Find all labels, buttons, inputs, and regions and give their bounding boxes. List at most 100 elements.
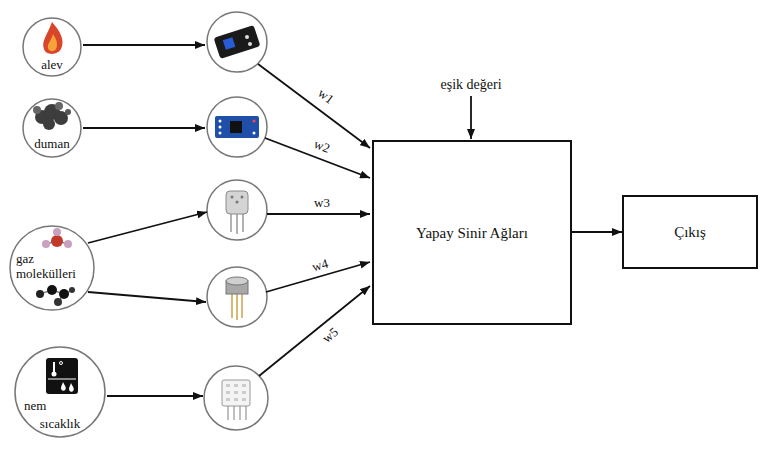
- weight-arrows: [258, 64, 370, 376]
- threshold-label: eşik değeri: [440, 77, 501, 92]
- source-circle: gaz molekülleri: [9, 225, 95, 311]
- humidity-sensor: [245, 406, 247, 420]
- climate-icon: [61, 382, 66, 391]
- gas-sensor: [236, 201, 239, 204]
- gas-sensor: [241, 196, 244, 199]
- input-arrows: [83, 44, 205, 46]
- climate-icon: [52, 372, 57, 377]
- gas-sensor: [226, 277, 248, 285]
- weight-label: w4: [310, 256, 329, 275]
- threshold-arrow: [470, 96, 472, 139]
- input-arrows: [83, 127, 205, 129]
- gas-sensor: [232, 294, 242, 320]
- smoke-sensor: [230, 121, 242, 133]
- input-arrows: [83, 45, 207, 396]
- smoke-sensor: [219, 126, 222, 129]
- circle-outline: [15, 347, 105, 437]
- node-text: sıcaklık: [34, 416, 86, 431]
- humidity-sensor: [226, 391, 230, 394]
- circle-outline: [23, 99, 81, 157]
- circle-outline: [10, 226, 94, 310]
- molecule-icon: [59, 289, 69, 299]
- node-text: duman: [22, 136, 82, 151]
- smoke-icon: [43, 118, 55, 130]
- humidity-sensor: [233, 406, 235, 420]
- weight-label: w5: [319, 324, 341, 346]
- weight-label: w3: [314, 195, 330, 210]
- input-arrows: [107, 395, 203, 397]
- climate-icon: [60, 362, 63, 365]
- flame-icon: [48, 34, 57, 51]
- humidity-sensor: [226, 384, 246, 401]
- smoke-sensor: [253, 132, 256, 135]
- molecule-icon: [51, 235, 63, 247]
- molecule-icon: [64, 240, 72, 248]
- humidity-sensor: [234, 384, 238, 387]
- node-text: alev: [22, 57, 82, 72]
- humidity-sensor: [222, 380, 250, 420]
- input-arrows: [88, 292, 206, 302]
- smoke-sensor: [219, 132, 222, 135]
- climate-icon: [46, 358, 78, 394]
- gas-sensor: [236, 294, 238, 320]
- gas-sensor: [231, 213, 243, 234]
- climate-icon: [69, 383, 74, 392]
- smoke-sensor: [215, 116, 259, 138]
- gas-sensor: [242, 213, 244, 232]
- connector-arrow: [572, 231, 622, 233]
- source-circle: nemsıcaklık: [14, 346, 106, 438]
- weight-label: w5: [319, 324, 341, 346]
- sensor-circles: [207, 97, 267, 157]
- weight-arrows: [258, 64, 370, 148]
- humidity-sensor: [234, 398, 238, 401]
- circle-outline: [23, 18, 81, 76]
- smoke-icon: [55, 102, 63, 110]
- humidity-sensor: [227, 406, 229, 420]
- sensor-circles: [204, 12, 268, 430]
- sensor-circles: [207, 267, 267, 327]
- molecule-icon: [54, 298, 62, 306]
- climate-icon: [53, 362, 55, 372]
- gas-sensor: [236, 213, 238, 234]
- flame-icon: [43, 22, 62, 54]
- climate-icon: [48, 379, 76, 380]
- humidity-sensor: [242, 398, 246, 401]
- smoke-sensor: [215, 116, 259, 138]
- gas-sensor: [230, 213, 232, 232]
- humidity-sensor: [226, 384, 230, 387]
- source-circle: alev: [22, 17, 82, 77]
- weight-label: w4: [310, 256, 329, 275]
- molecule-icon: [36, 290, 44, 298]
- molecule-icon: [42, 240, 50, 248]
- sensor-circles: [207, 12, 267, 72]
- flame-sensor: [248, 42, 252, 46]
- gas-sensor: [226, 191, 248, 234]
- climate-icon: [46, 358, 78, 394]
- humidity-sensor: [242, 384, 246, 387]
- weight-arrows: [259, 286, 370, 376]
- flame-icon: [43, 22, 62, 54]
- gas-sensor: [231, 196, 234, 199]
- node-text: Yapay Sinir Ağları: [416, 224, 528, 242]
- flame-sensor: [245, 35, 249, 39]
- flame-sensor: [223, 37, 236, 50]
- source-circle: duman: [22, 98, 82, 158]
- molecule-icon: [69, 287, 75, 293]
- humidity-sensor: [226, 398, 230, 401]
- network-box: Yapay Sinir Ağları: [372, 140, 572, 325]
- smoke-icon: [65, 109, 71, 115]
- weight-label: w2: [312, 136, 332, 156]
- weight-label: w2: [312, 136, 332, 156]
- humidity-sensor: [222, 380, 250, 406]
- humidity-sensor: [234, 391, 238, 394]
- flame-sensor: [214, 25, 261, 59]
- smoke-sensor: [253, 120, 256, 123]
- threshold-label: eşik değeri: [440, 77, 501, 92]
- molecule-icon: [53, 228, 61, 236]
- weight-label: w1: [315, 85, 337, 107]
- sensor-circles: [204, 366, 268, 430]
- gas-sensor: [226, 191, 248, 214]
- weight-arrows: [267, 213, 370, 215]
- smoke-icon: [33, 106, 41, 114]
